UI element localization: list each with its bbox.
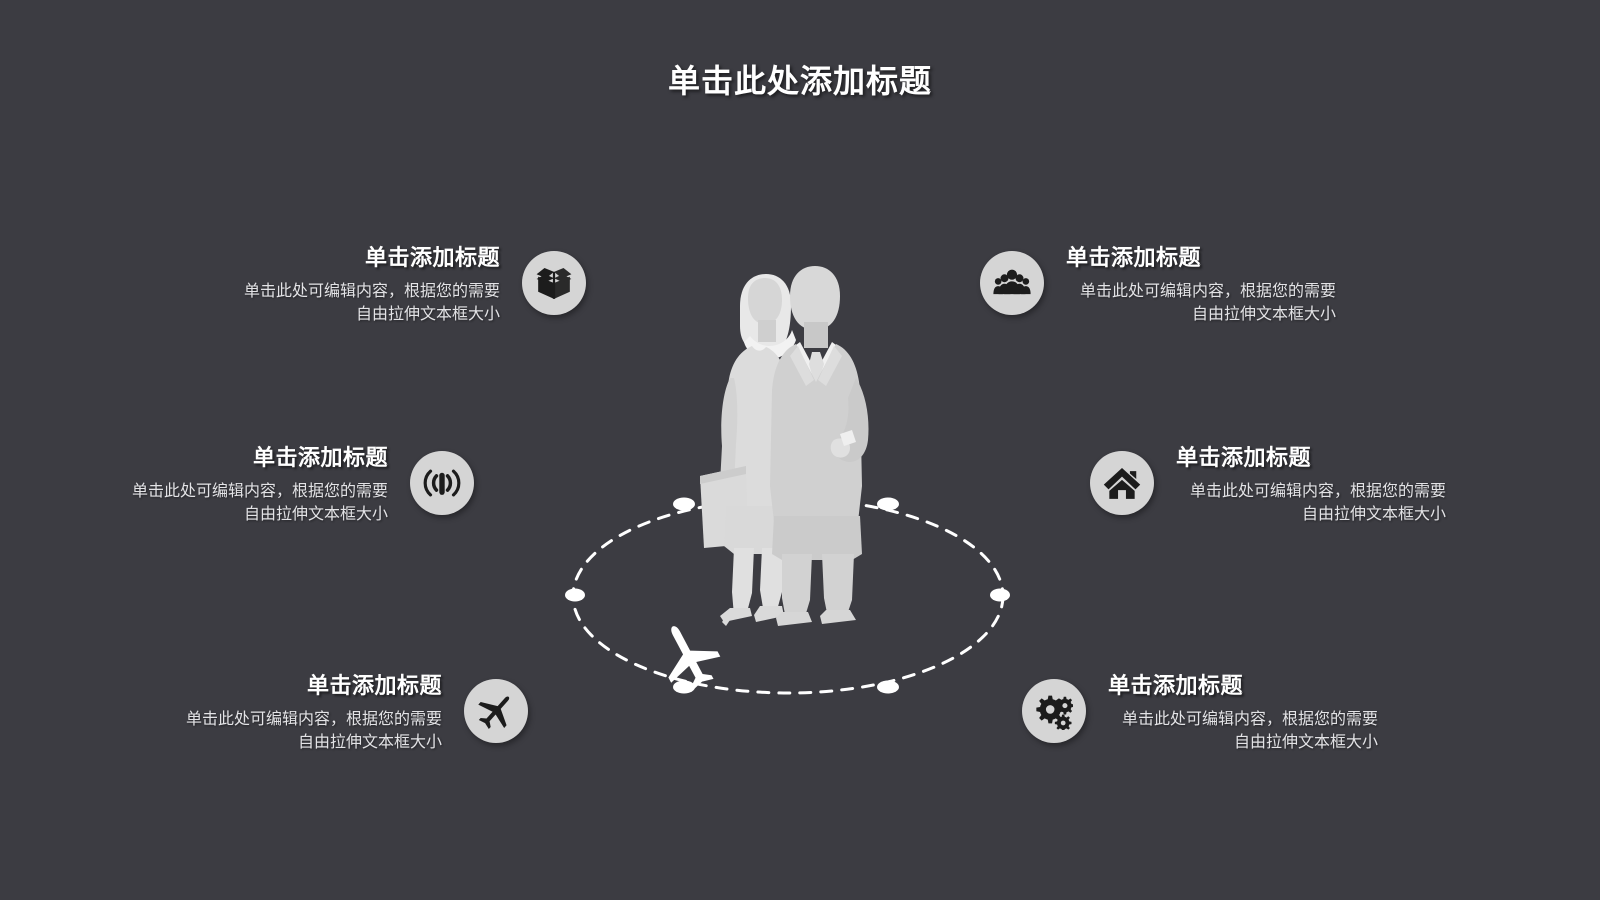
page-title[interactable]: 单击此处添加标题 bbox=[667, 63, 932, 99]
feature-item-people[interactable]: 单击添加标题 单击此处可编辑内容，根据您的需要自由拉伸文本框大小 bbox=[980, 240, 1336, 326]
home-house-icon[interactable] bbox=[1090, 451, 1154, 516]
airplane-on-orbit-icon bbox=[668, 626, 721, 690]
feature-item-description[interactable]: 单击此处可编辑内容，根据您的需要自由拉伸文本框大小 bbox=[185, 711, 442, 752]
feature-item-title[interactable]: 单击添加标题 bbox=[1176, 445, 1312, 470]
feature-item-text: 单击添加标题 单击此处可编辑内容，根据您的需要自由拉伸文本框大小 bbox=[230, 240, 500, 326]
signal-broadcast-icon[interactable] bbox=[410, 451, 474, 516]
feature-item-title[interactable]: 单击添加标题 bbox=[1108, 673, 1244, 698]
orbit-dot bbox=[565, 588, 585, 602]
orbit-dot bbox=[990, 588, 1010, 602]
people-group-icon[interactable] bbox=[980, 251, 1044, 316]
feature-item-text: 单击添加标题 单击此处可编辑内容，根据您的需要自由拉伸文本框大小 bbox=[1108, 668, 1378, 754]
feature-item-airplane[interactable]: 单击添加标题 单击此处可编辑内容，根据您的需要自由拉伸文本框大小 bbox=[172, 668, 528, 754]
feature-item-title[interactable]: 单击添加标题 bbox=[252, 445, 388, 470]
home-house-glyph bbox=[1103, 468, 1141, 500]
package-box-icon[interactable] bbox=[522, 251, 586, 316]
airplane-icon[interactable] bbox=[464, 679, 528, 744]
orbit-dot bbox=[877, 497, 899, 511]
feature-item-description[interactable]: 单击此处可编辑内容，根据您的需要自由拉伸文本框大小 bbox=[1121, 711, 1378, 752]
signal-broadcast-glyph bbox=[423, 469, 461, 497]
people-group-glyph bbox=[993, 269, 1031, 295]
orbit-dot bbox=[877, 680, 899, 694]
feature-item-gears[interactable]: 单击添加标题 单击此处可编辑内容，根据您的需要自由拉伸文本框大小 bbox=[1022, 668, 1378, 754]
feature-item-title[interactable]: 单击添加标题 bbox=[1066, 245, 1202, 270]
feature-item-text: 单击添加标题 单击此处可编辑内容，根据您的需要自由拉伸文本框大小 bbox=[1066, 240, 1336, 326]
airplane-glyph bbox=[478, 696, 510, 730]
feature-item-text: 单击添加标题 单击此处可编辑内容，根据您的需要自由拉伸文本框大小 bbox=[118, 440, 388, 526]
feature-item-description[interactable]: 单击此处可编辑内容，根据您的需要自由拉伸文本框大小 bbox=[1189, 483, 1446, 524]
orbit-path bbox=[571, 497, 1005, 695]
orbit-dot bbox=[673, 680, 695, 694]
feature-item-text: 单击添加标题 单击此处可编辑内容，根据您的需要自由拉伸文本框大小 bbox=[172, 668, 442, 754]
feature-item-description[interactable]: 单击此处可编辑内容，根据您的需要自由拉伸文本框大小 bbox=[243, 283, 500, 324]
feature-item-title[interactable]: 单击添加标题 bbox=[306, 673, 442, 698]
feature-item-description[interactable]: 单击此处可编辑内容，根据您的需要自由拉伸文本框大小 bbox=[131, 483, 388, 524]
feature-item-home[interactable]: 单击添加标题 单击此处可编辑内容，根据您的需要自由拉伸文本框大小 bbox=[1090, 440, 1446, 526]
gears-settings-glyph bbox=[1036, 695, 1073, 731]
orbit-dot bbox=[673, 497, 695, 511]
feature-item-signal[interactable]: 单击添加标题 单击此处可编辑内容，根据您的需要自由拉伸文本框大小 bbox=[118, 440, 474, 526]
feature-item-title[interactable]: 单击添加标题 bbox=[364, 245, 500, 270]
feature-item-description[interactable]: 单击此处可编辑内容，根据您的需要自由拉伸文本框大小 bbox=[1079, 283, 1336, 324]
gears-settings-icon[interactable] bbox=[1022, 679, 1086, 744]
feature-item-text: 单击添加标题 单击此处可编辑内容，根据您的需要自由拉伸文本框大小 bbox=[1176, 440, 1446, 526]
orbit-dots bbox=[565, 497, 1010, 694]
feature-item-package[interactable]: 单击添加标题 单击此处可编辑内容，根据您的需要自由拉伸文本框大小 bbox=[230, 240, 586, 326]
two-business-people-silhouette bbox=[700, 266, 869, 626]
package-box-glyph bbox=[536, 268, 572, 300]
